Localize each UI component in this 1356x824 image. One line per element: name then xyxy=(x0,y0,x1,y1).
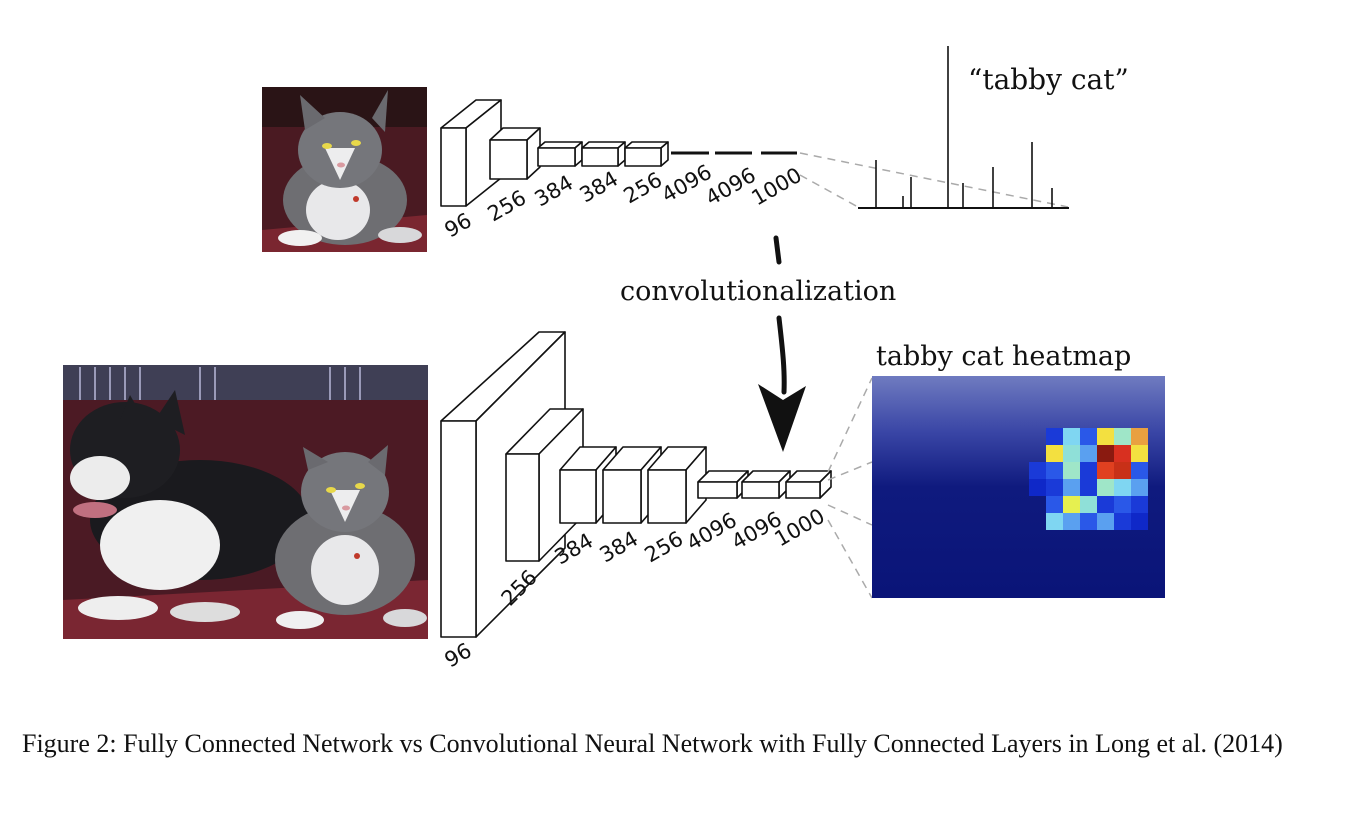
heatmap-cell xyxy=(1097,428,1114,445)
bottom-dog-cat-photo xyxy=(63,365,428,639)
heatmap-cell xyxy=(1080,496,1097,513)
bottom-projection-lines xyxy=(827,377,873,599)
heatmap-cell xyxy=(1046,496,1063,513)
heatmap-cell xyxy=(1131,496,1148,513)
heatmap-cell xyxy=(1114,479,1131,496)
convolutionalization-arrow xyxy=(758,235,806,452)
heatmap-cell xyxy=(1131,513,1148,530)
class-score-plot xyxy=(858,46,1069,209)
heatmap-cell xyxy=(1046,445,1063,462)
heatmap-cell xyxy=(1080,462,1097,479)
output-label: “tabby cat” xyxy=(968,63,1129,96)
arrow-label: convolutionalization xyxy=(620,276,896,307)
heatmap-cell xyxy=(1097,496,1114,513)
heatmap-cell xyxy=(1114,428,1131,445)
heatmap-cell xyxy=(1114,462,1131,479)
heatmap-cell xyxy=(1097,479,1114,496)
heatmap-cell xyxy=(1131,445,1148,462)
heatmap-cell xyxy=(1063,496,1080,513)
heatmap-cell xyxy=(1080,428,1097,445)
heatmap-cell xyxy=(1046,513,1063,530)
heatmap-cell xyxy=(1114,445,1131,462)
top-layer-label: 384 xyxy=(576,166,623,207)
top-projection-lines xyxy=(799,152,1069,208)
heatmap-cell xyxy=(1029,462,1046,479)
heatmap-cell xyxy=(1063,479,1080,496)
heatmap-cell xyxy=(1114,496,1131,513)
top-layer-label: 96 xyxy=(441,208,476,242)
heatmap-cell xyxy=(1046,479,1063,496)
heatmap-cell xyxy=(1080,513,1097,530)
bottom-layer-label: 1000 xyxy=(771,504,829,552)
heatmap-cell xyxy=(1063,445,1080,462)
heatmap-cell xyxy=(1097,462,1114,479)
heatmap-cell xyxy=(1131,428,1148,445)
heatmap-cell xyxy=(1131,462,1148,479)
bottom-layer-label: 96 xyxy=(441,638,476,672)
heatmap-cell xyxy=(1029,479,1046,496)
heatmap-cell xyxy=(1097,445,1114,462)
top-layer-label: 256 xyxy=(484,185,531,226)
bottom-network xyxy=(440,331,832,638)
bottom-layer-label: 256 xyxy=(641,526,688,567)
heatmap-cell xyxy=(1080,445,1097,462)
top-cat-photo xyxy=(262,87,427,252)
heatmap xyxy=(872,376,1165,598)
figure-caption: Figure 2: Fully Connected Network vs Con… xyxy=(22,729,1283,758)
heatmap-cell xyxy=(1114,513,1131,530)
heatmap-cell xyxy=(1046,428,1063,445)
heatmap-cell xyxy=(1097,513,1114,530)
heatmap-cell xyxy=(1046,462,1063,479)
heatmap-cell xyxy=(1063,462,1080,479)
heatmap-cell xyxy=(1063,513,1080,530)
bottom-layer-label: 384 xyxy=(596,526,643,567)
heatmap-cell xyxy=(1080,479,1097,496)
heatmap-cell xyxy=(1063,428,1080,445)
heatmap-title: tabby cat heatmap xyxy=(876,341,1131,372)
top-layer-label: 1000 xyxy=(748,163,806,211)
top-layer-label: 384 xyxy=(531,170,578,211)
top-network xyxy=(440,99,797,207)
heatmap-cell xyxy=(1131,479,1148,496)
